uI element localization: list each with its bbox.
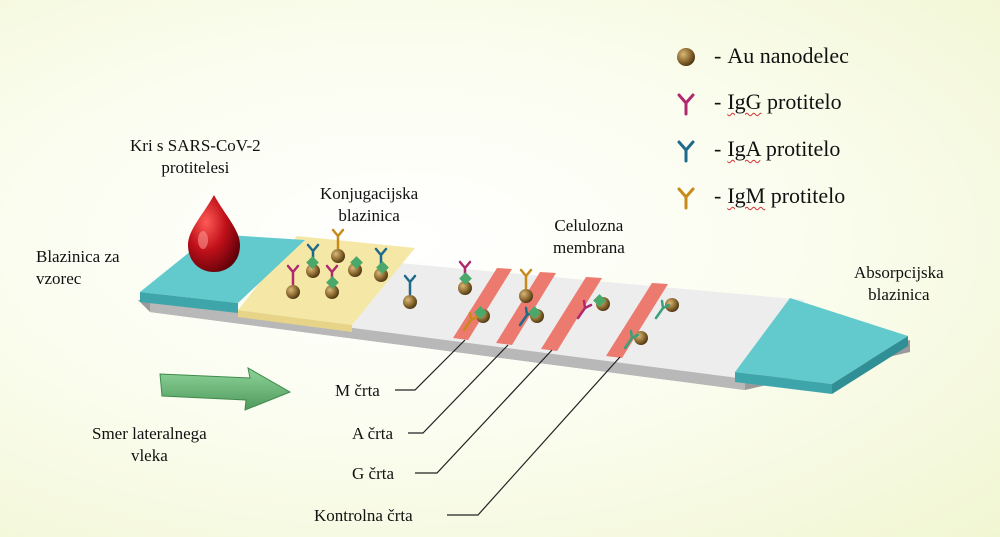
legend-text-igm: -IgM protitelo — [714, 183, 845, 209]
g-test-line — [541, 277, 602, 351]
legend-dash: - — [714, 183, 722, 208]
legend-dash: - — [714, 136, 722, 161]
blood-label: Kri s SARS-CoV-2 protitelesi — [130, 135, 261, 179]
control-antibody — [623, 329, 640, 350]
legend-word: IgG — [727, 89, 762, 114]
absorption-pad-label: Absorpcijska blazinica — [854, 262, 944, 306]
flow-direction-label-line1: Smer lateralnega — [92, 424, 207, 443]
au-nanoparticle — [306, 264, 320, 278]
conjugate-pad-label-line1: Konjugacijska — [320, 184, 419, 203]
antigen — [306, 256, 319, 269]
absorption-pad-side — [832, 336, 908, 394]
flow-direction-label: Smer lateralnega vleka — [92, 423, 207, 467]
iga-antibody-icon — [677, 140, 695, 163]
sample-pad-label: Blazinica za vzorec — [36, 246, 120, 290]
antibody-particles — [286, 228, 679, 350]
iga-antibody — [403, 274, 417, 296]
antigen — [376, 261, 389, 274]
sample-pad-label-line1: Blazinica za — [36, 247, 120, 266]
blood-drop-icon — [188, 195, 240, 272]
control-line-stripe — [606, 283, 668, 358]
legend-dash: - — [714, 89, 722, 114]
m-test-line — [453, 268, 512, 340]
absorption-pad-label-line1: Absorpcijska — [854, 263, 944, 282]
conjugate-pad-label-line2: blazinica — [338, 206, 400, 225]
legend-word: IgA — [727, 136, 761, 161]
m-line-leader — [395, 339, 466, 391]
igg-antibody-icon — [677, 93, 695, 116]
sample-pad-front — [140, 292, 238, 313]
legend-word: IgM — [727, 183, 766, 208]
test-strip — [138, 234, 910, 394]
blood-label-line1: Kri s SARS-CoV-2 — [130, 136, 261, 155]
legend-text-au: -Au nanodelec — [714, 43, 849, 69]
igg-antibody — [576, 299, 593, 320]
legend-rest: protitelo — [770, 183, 846, 208]
g-line-leader — [415, 349, 553, 474]
legend-word: Au — [727, 43, 755, 68]
control-line-label: Kontrolna črta — [314, 506, 413, 525]
a-line-label: A črta — [352, 424, 394, 443]
antigen — [474, 306, 487, 319]
leader-lines — [395, 339, 621, 516]
legend-rest: protitelo — [767, 89, 842, 114]
igm-antibody — [462, 311, 479, 332]
g-line-label: G črta — [352, 464, 395, 483]
au-nanoparticle — [286, 285, 300, 299]
conjugate-pad-front — [238, 310, 352, 332]
m-line-label: M črta — [335, 381, 380, 400]
igm-antibody — [519, 268, 533, 290]
antigen — [459, 272, 472, 285]
flow-direction-label-line2: vleka — [130, 446, 168, 465]
au-nanoparticle-icon — [677, 48, 695, 66]
conjugate-pad-label: Konjugacijska blazinica — [320, 183, 418, 227]
legend-dash: - — [714, 43, 722, 68]
igm-antibody-icon — [677, 187, 695, 210]
igg-antibody — [286, 264, 300, 286]
sample-pad-label-line2: vzorec — [36, 269, 82, 288]
absorption-pad — [735, 298, 908, 384]
legend-rest: nanodelec — [759, 43, 849, 68]
au-nanoparticle — [458, 281, 472, 295]
au-nanoparticle — [634, 331, 648, 345]
absorption-pad-label-line2: blazinica — [868, 285, 930, 304]
blood-label-line2: protitelesi — [161, 158, 230, 177]
control-line-leader — [447, 356, 621, 516]
absorption-pad-front — [735, 372, 832, 394]
membrane-label: Celulozna membrana — [553, 215, 625, 259]
lateral-flow-arrow — [159, 367, 292, 411]
legend-rest: protitelo — [765, 136, 841, 161]
au-nanoparticle — [519, 289, 533, 303]
au-nanoparticle — [403, 295, 417, 309]
control-antibody — [654, 299, 671, 320]
membrane-label-line1: Celulozna — [554, 216, 624, 235]
membrane-label-line2: membrana — [553, 238, 625, 257]
a-line-leader — [408, 344, 509, 434]
au-nanoparticle — [325, 285, 339, 299]
au-nanoparticle — [665, 298, 679, 312]
au-nanoparticle — [331, 249, 345, 263]
igm-antibody — [331, 228, 345, 250]
legend-text-igg: -IgG protitelo — [714, 89, 842, 115]
antigen — [350, 256, 363, 269]
legend-text-iga: -IgA protitelo — [714, 136, 840, 162]
antigen — [326, 276, 339, 289]
